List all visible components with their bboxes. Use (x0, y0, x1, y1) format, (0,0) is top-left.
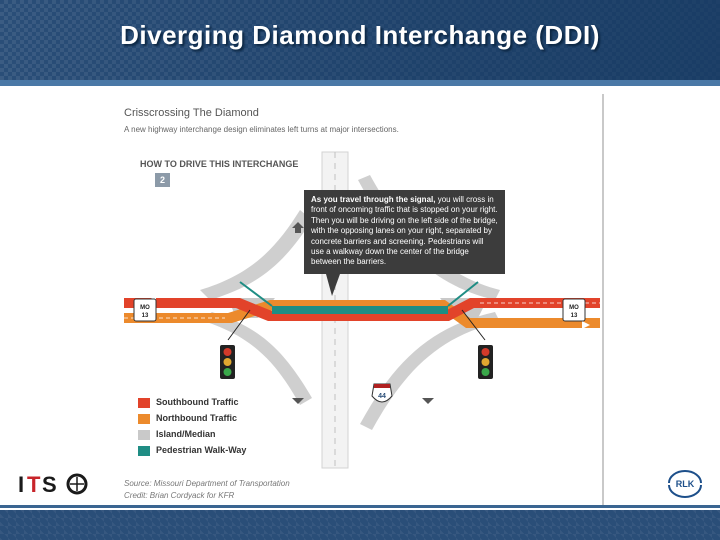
legend-label: Southbound Traffic (156, 397, 239, 407)
callout-pointer (326, 274, 340, 296)
walkway-east-link (447, 281, 479, 307)
legend-label: Pedestrian Walk-Way (156, 445, 247, 455)
step-number-badge: 2 (155, 173, 170, 187)
legend-label: Island/Median (156, 429, 216, 439)
route-shield-left: MO 13 (133, 298, 157, 322)
credit-line: Credit: Brian Cordyack for KFR (124, 491, 235, 500)
svg-text:RLK: RLK (676, 479, 695, 489)
callout-bold-text: As you travel through the signal, (311, 195, 436, 204)
direction-arrow-icon (422, 398, 434, 404)
legend-swatch (138, 398, 150, 408)
interstate-shield-icon: 44 (371, 383, 393, 403)
svg-text:13: 13 (142, 313, 149, 319)
svg-text:I: I (18, 472, 24, 497)
route-shield-right: MO 13 (562, 298, 586, 322)
direction-arrow-icon (582, 321, 590, 329)
legend-swatch (138, 430, 150, 440)
svg-text:13: 13 (571, 313, 578, 319)
slide-header-gradient (0, 0, 720, 80)
footer-rule (0, 505, 720, 508)
source-credit: Source: Missouri Department of Transport… (124, 478, 290, 502)
direction-arrow-icon (292, 398, 304, 404)
svg-text:44: 44 (378, 393, 386, 400)
traffic-signal-icon (461, 309, 493, 379)
diagram-panel-border (602, 94, 604, 508)
svg-text:MO: MO (140, 305, 150, 311)
traffic-signal-icon (220, 309, 251, 379)
ramp-southwest (200, 312, 312, 405)
diagram-subtitle: A new highway interchange design elimina… (124, 125, 399, 134)
itso-logo: I T S (18, 472, 88, 497)
ramp-northeast (358, 175, 500, 300)
howto-heading: HOW TO DRIVE THIS INTERCHANGE (140, 159, 299, 169)
legend-swatch (138, 446, 150, 456)
legend-label: Northbound Traffic (156, 413, 237, 423)
footer-band (0, 510, 720, 540)
rlk-logo: RLK (668, 470, 702, 498)
direction-arrow-icon (292, 222, 304, 233)
legend-swatch (138, 414, 150, 424)
walkway-west-link (239, 281, 273, 307)
slide-header-band (0, 80, 720, 86)
svg-text:MO: MO (569, 305, 579, 311)
callout-box: As you travel through the signal, you wi… (304, 190, 505, 274)
pedestrian-walkway (272, 306, 448, 314)
northbound-lane (124, 300, 600, 328)
callout-text: you will cross in front of oncoming traf… (311, 195, 498, 267)
svg-text:T: T (27, 472, 41, 497)
source-line: Source: Missouri Department of Transport… (124, 479, 290, 488)
slide-title: Diverging Diamond Interchange (DDI) (120, 20, 600, 50)
diagram-title: Crisscrossing The Diamond (124, 107, 259, 119)
ramp-northwest (200, 210, 312, 300)
southbound-lane (124, 298, 600, 321)
svg-text:S: S (42, 472, 57, 497)
